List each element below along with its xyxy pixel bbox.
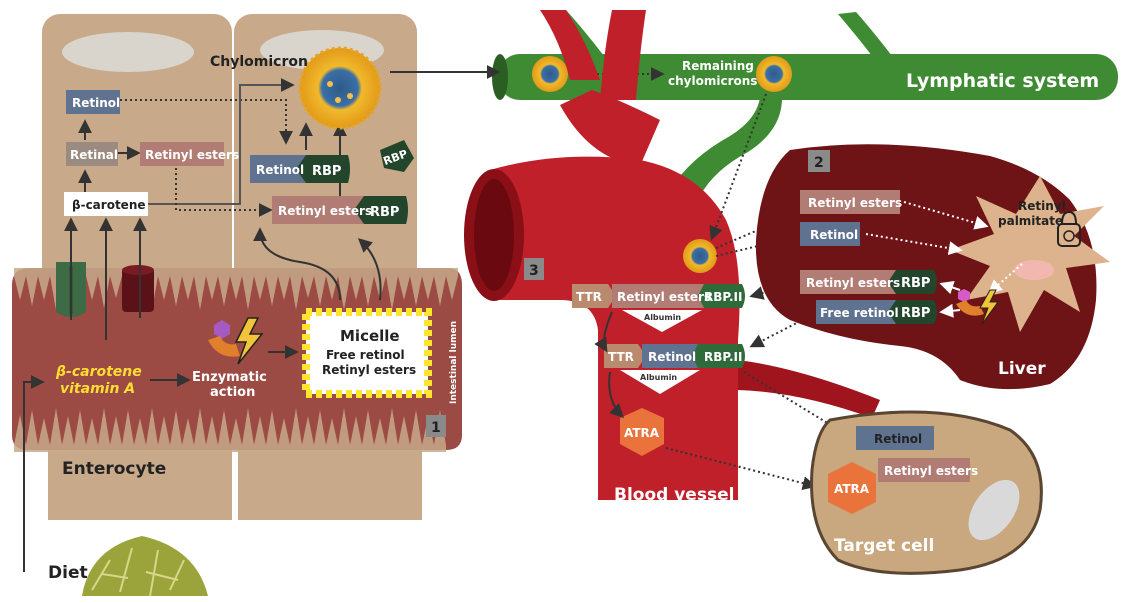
target-cell-label: Target cell xyxy=(834,536,934,556)
retinyl-esters-label: Retinyl esters xyxy=(145,148,239,162)
enzymatic-line2: action xyxy=(210,385,255,400)
enzymatic-line1: Enzymatic xyxy=(192,370,267,385)
atra-blood-label: ATRA xyxy=(624,426,660,440)
chylomicron-label: Chylomicron xyxy=(210,54,308,70)
beta-carotene-label: β-carotene xyxy=(72,198,146,212)
liver-label: Liver xyxy=(998,359,1046,379)
nucleus xyxy=(62,32,194,72)
palmitate-line2: palmitate xyxy=(998,214,1063,228)
ttr-label: TTR xyxy=(608,350,634,364)
micelle-line2: Retinyl esters xyxy=(322,363,416,377)
target-esters-label: Retinyl esters xyxy=(884,464,978,478)
rbp-label: RBP xyxy=(370,205,399,220)
diet-food-pile xyxy=(82,536,208,596)
liver-free-retinol-label: Free retinol xyxy=(820,306,899,320)
blood-esters-label: Retinyl esters xyxy=(617,290,711,304)
atra-target-label: ATRA xyxy=(834,482,870,496)
diet-label: Diet xyxy=(48,563,88,583)
micelle-line1: Free retinol xyxy=(326,348,405,362)
rbp-label: RBP xyxy=(901,276,930,291)
liver-esters-rbp-label: Retinyl esters xyxy=(806,276,900,290)
enterocyte-label: Enterocyte xyxy=(62,459,166,479)
chylomicron-blood xyxy=(683,239,717,273)
rbp-label: RBP xyxy=(312,164,341,179)
chylomicron-lymph-1 xyxy=(532,56,568,92)
step-number-2: 2 xyxy=(814,155,824,171)
liver-retinol-label: Retinol xyxy=(810,228,858,242)
step-number-3: 3 xyxy=(529,263,539,279)
intake-line2: vitamin A xyxy=(60,381,135,397)
palmitate-line1: Retinyl xyxy=(1018,199,1066,213)
retinal-label: Retinal xyxy=(70,148,118,162)
blood-vessel-label: Blood vessel xyxy=(614,485,734,505)
rbp2-label: RBP.II xyxy=(704,350,742,364)
micelle-title: Micelle xyxy=(340,327,400,345)
liver-esters-label: Retinyl esters xyxy=(808,196,902,210)
albumin-label: Albumin xyxy=(640,373,677,382)
retinyl-esters-rbp-label: Retinyl esters xyxy=(278,204,372,218)
remaining-line2: chylomicrons xyxy=(668,74,757,88)
lymphatic-label: Lymphatic system xyxy=(906,70,1099,92)
membrane-transporter-red xyxy=(122,265,154,312)
rbp2-label: RBP.II xyxy=(704,290,742,304)
chylomicron-lymph-2 xyxy=(756,56,792,92)
albumin-label: Albumin xyxy=(644,313,681,322)
ttr-label: TTR xyxy=(576,290,602,304)
blood-retinol-label: Retinol xyxy=(648,350,696,364)
rbp-label: RBP xyxy=(901,306,930,321)
retinol-rbp-label: Retinol xyxy=(256,163,304,177)
retinol-label: Retinol xyxy=(72,96,120,110)
intake-line1: β-carotene xyxy=(55,364,142,380)
chylomicron-particle xyxy=(300,48,380,128)
step-number-1: 1 xyxy=(431,420,441,436)
target-retinol-label: Retinol xyxy=(874,432,922,446)
remaining-line1: Remaining xyxy=(682,59,754,73)
lumen-label: Intestinal lumen xyxy=(449,321,459,404)
